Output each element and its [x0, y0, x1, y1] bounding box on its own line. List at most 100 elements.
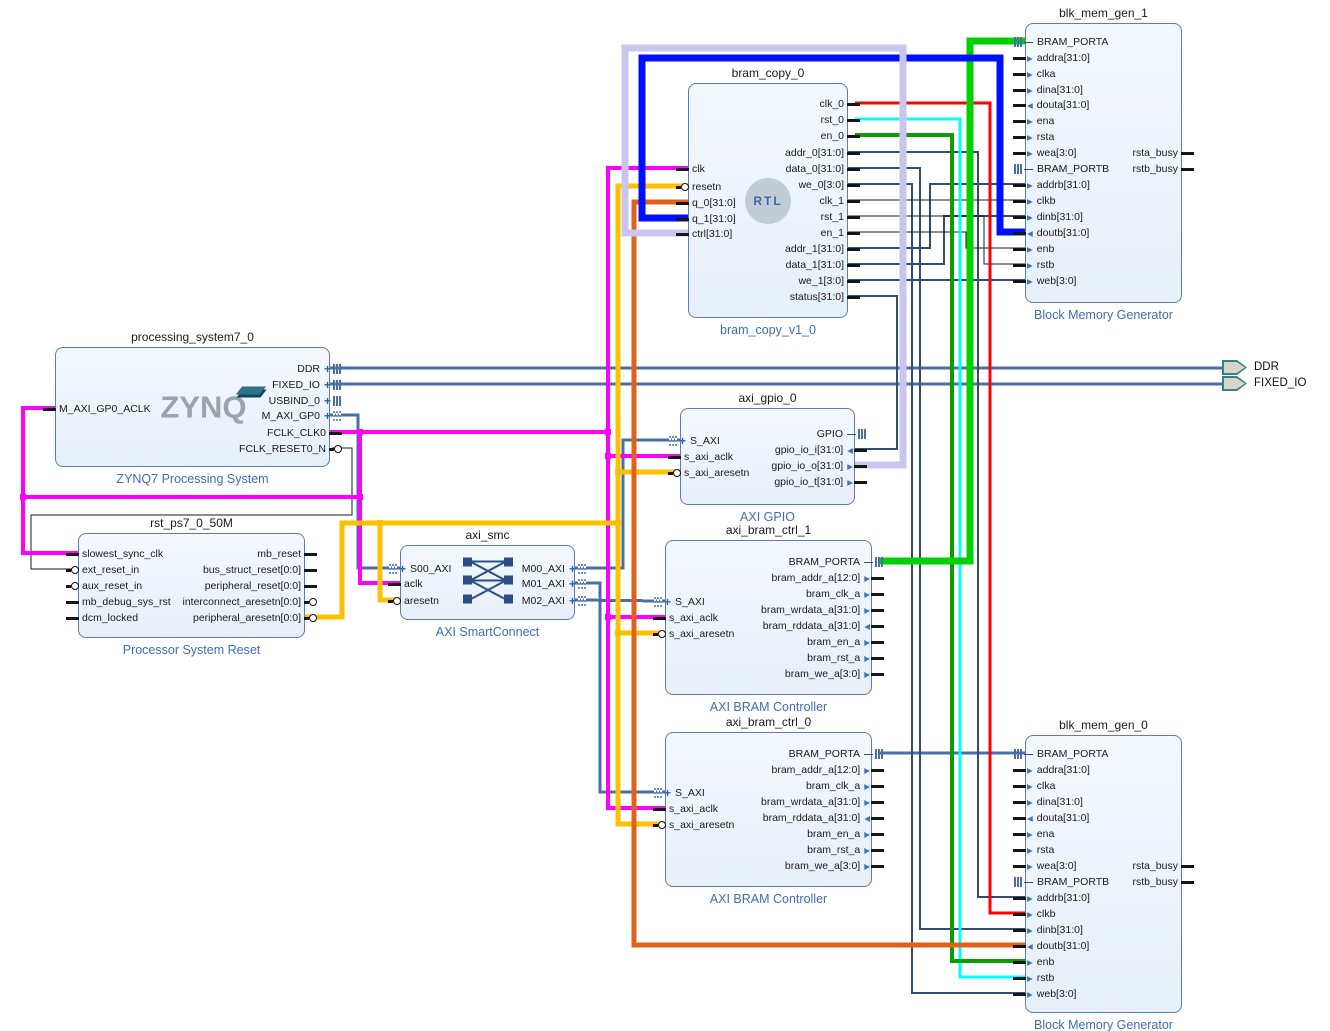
port-bram-porta[interactable]: —BRAM_PORTA [1013, 747, 1111, 761]
port-enb[interactable]: ▶enb [1013, 955, 1057, 969]
port-bram-addr-a-12-0[interactable]: ▶bram_addr_a[12:0] [768, 571, 884, 585]
port-s-axi[interactable]: +S_AXI [653, 595, 708, 609]
port-bram-porta[interactable]: —BRAM_PORTA [786, 747, 884, 761]
port-wea-3-0[interactable]: ▶wea[3:0] [1013, 859, 1079, 873]
port-doutb-31-0[interactable]: ◀doutb[31:0] [1013, 939, 1092, 953]
port-gpio-io-t-31-0[interactable]: ▶gpio_io_t[31:0] [771, 475, 867, 489]
port-bram-rst-a[interactable]: ▶bram_rst_a [804, 651, 884, 665]
port-status-31-0[interactable]: status[31:0] [787, 290, 860, 304]
port-s-axi[interactable]: +S_AXI [653, 786, 708, 800]
port-bram-rddata-a-31-0[interactable]: ◀bram_rddata_a[31:0] [760, 619, 884, 633]
port-addr-1-31-0[interactable]: addr_1[31:0] [782, 242, 860, 256]
port-douta-31-0[interactable]: ◀douta[31:0] [1013, 811, 1092, 825]
port-fclk-clk0[interactable]: FCLK_CLK0 [264, 426, 342, 440]
wire-data-0[interactable] [848, 167, 1025, 930]
port-resetn[interactable]: resetn [676, 180, 724, 194]
port-q-0-31-0[interactable]: q_0[31:0] [676, 196, 739, 210]
port-en-1[interactable]: en_1 [818, 226, 860, 240]
port-s00-axi[interactable]: +S00_AXI [388, 562, 454, 576]
port-bram-wrdata-a-31-0[interactable]: ▶bram_wrdata_a[31:0] [758, 795, 884, 809]
port-s-axi-aresetn[interactable]: s_axi_aresetn [653, 627, 737, 641]
wire-en-1[interactable] [848, 231, 1025, 249]
wire-rst-1[interactable] [848, 215, 1025, 265]
port-peripheral-aresetn-0-0[interactable]: peripheral_aresetn[0:0] [190, 611, 317, 625]
port-we-0-3-0[interactable]: we_0[3:0] [795, 178, 860, 192]
port-bram-porta[interactable]: —BRAM_PORTA [786, 555, 884, 569]
port-mb-debug-sys-rst[interactable]: mb_debug_sys_rst [66, 595, 174, 609]
port-bram-en-a[interactable]: ▶bram_en_a [804, 635, 884, 649]
port-rsta[interactable]: ▶rsta [1013, 130, 1057, 144]
port-aresetn[interactable]: aresetn [388, 594, 442, 608]
wire-we-0[interactable] [848, 183, 1025, 994]
port-s-axi-aclk[interactable]: s_axi_aclk [653, 611, 721, 625]
port-clkb[interactable]: ▶clkb [1013, 194, 1058, 208]
port-addra-31-0[interactable]: ▶addra[31:0] [1013, 763, 1093, 777]
port-interconnect-aresetn-0-0[interactable]: interconnect_aresetn[0:0] [180, 595, 317, 609]
port-s-axi-aresetn[interactable]: s_axi_aresetn [653, 818, 737, 832]
port-bram-portb[interactable]: —BRAM_PORTB [1013, 875, 1112, 889]
wire-doutb0-to-q0[interactable] [631, 199, 1025, 948]
port-web-3-0[interactable]: ▶web[3:0] [1013, 987, 1079, 1001]
port-wea-3-0[interactable]: ▶wea[3:0] [1013, 146, 1079, 160]
wire-fclk-reset0-n[interactable] [30, 447, 353, 570]
port-enb[interactable]: ▶enb [1013, 242, 1057, 256]
port-bram-we-a-3-0[interactable]: ▶bram_we_a[3:0] [782, 859, 884, 873]
wire-addr-0[interactable] [848, 151, 1025, 898]
port-clkb[interactable]: ▶clkb [1013, 907, 1058, 921]
wire-rst0-to-rstb0[interactable] [855, 117, 1025, 979]
port-data-1-31-0[interactable]: data_1[31:0] [783, 258, 860, 272]
port-bram-rst-a[interactable]: ▶bram_rst_a [804, 843, 884, 857]
port-bram-clk-a[interactable]: ▶bram_clk_a [803, 779, 884, 793]
wire-doutb1-to-q1[interactable] [638, 54, 1025, 236]
port-rstb-busy[interactable]: rstb_busy [1129, 162, 1194, 176]
port-gpio-io-i-31-0[interactable]: ◀gpio_io_i[31:0] [772, 443, 867, 457]
port-m02-axi[interactable]: +M02_AXI [519, 594, 587, 608]
port-dinb-31-0[interactable]: ▶dinb[31:0] [1013, 210, 1086, 224]
port-slowest-sync-clk[interactable]: slowest_sync_clk [66, 547, 166, 561]
port-bram-addr-a-12-0[interactable]: ▶bram_addr_a[12:0] [768, 763, 884, 777]
port-addrb-31-0[interactable]: ▶addrb[31:0] [1013, 891, 1093, 905]
port-gpio[interactable]: —GPIO [814, 427, 867, 441]
wire-periph-aresetn-trunk[interactable] [615, 183, 688, 827]
port-ctrl-31-0[interactable]: ctrl[31:0] [676, 227, 735, 241]
port-dcm-locked[interactable]: dcm_locked [66, 611, 141, 625]
port-rst-0[interactable]: rst_0 [818, 113, 860, 127]
port-m-axi-gp0[interactable]: +M_AXI_GP0 [259, 409, 342, 423]
port-s-axi-aclk[interactable]: s_axi_aclk [653, 802, 721, 816]
wire-fclk-clk0-ps-branch[interactable] [21, 406, 78, 555]
wire-m00-axi[interactable] [575, 438, 680, 570]
port-m-axi-gp0-aclk[interactable]: M_AXI_GP0_ACLK [43, 402, 154, 416]
port-addr-0-31-0[interactable]: addr_0[31:0] [782, 146, 860, 160]
port-bram-en-a[interactable]: ▶bram_en_a [804, 827, 884, 841]
port-rst-1[interactable]: rst_1 [818, 210, 860, 224]
port-rstb[interactable]: ▶rstb [1013, 258, 1057, 272]
port-clka[interactable]: ▶clka [1013, 779, 1058, 793]
port-s-axi[interactable]: +S_AXI [668, 434, 723, 448]
wire-gpio-io-o-to-ctrl[interactable] [621, 44, 907, 469]
port-gpio-io-o-31-0[interactable]: ▶gpio_io_o[31:0] [768, 459, 867, 473]
port-we-1-3-0[interactable]: we_1[3:0] [795, 274, 860, 288]
port-clk-1[interactable]: clk_1 [816, 194, 860, 208]
port-mb-reset[interactable]: mb_reset [254, 547, 317, 561]
port-s-axi-aresetn[interactable]: s_axi_aresetn [668, 466, 752, 480]
port-rsta-busy[interactable]: rsta_busy [1129, 146, 1194, 160]
port-fclk-reset0-n[interactable]: FCLK_RESET0_N [236, 442, 342, 456]
wire-clk0-to-clkb0[interactable] [855, 101, 1025, 915]
port-s-axi-aclk[interactable]: s_axi_aclk [668, 450, 736, 464]
port-aclk[interactable]: aclk [388, 577, 426, 591]
port-dina-31-0[interactable]: ▶dina[31:0] [1013, 795, 1086, 809]
port-aux-reset-in[interactable]: aux_reset_in [66, 579, 145, 593]
port-m00-axi[interactable]: +M00_AXI [519, 562, 587, 576]
port-ena[interactable]: ▶ena [1013, 114, 1057, 128]
port-web-3-0[interactable]: ▶web[3:0] [1013, 274, 1079, 288]
wire-ctrl1-bram-porta[interactable] [878, 37, 1025, 565]
port-rstb[interactable]: ▶rstb [1013, 971, 1057, 985]
